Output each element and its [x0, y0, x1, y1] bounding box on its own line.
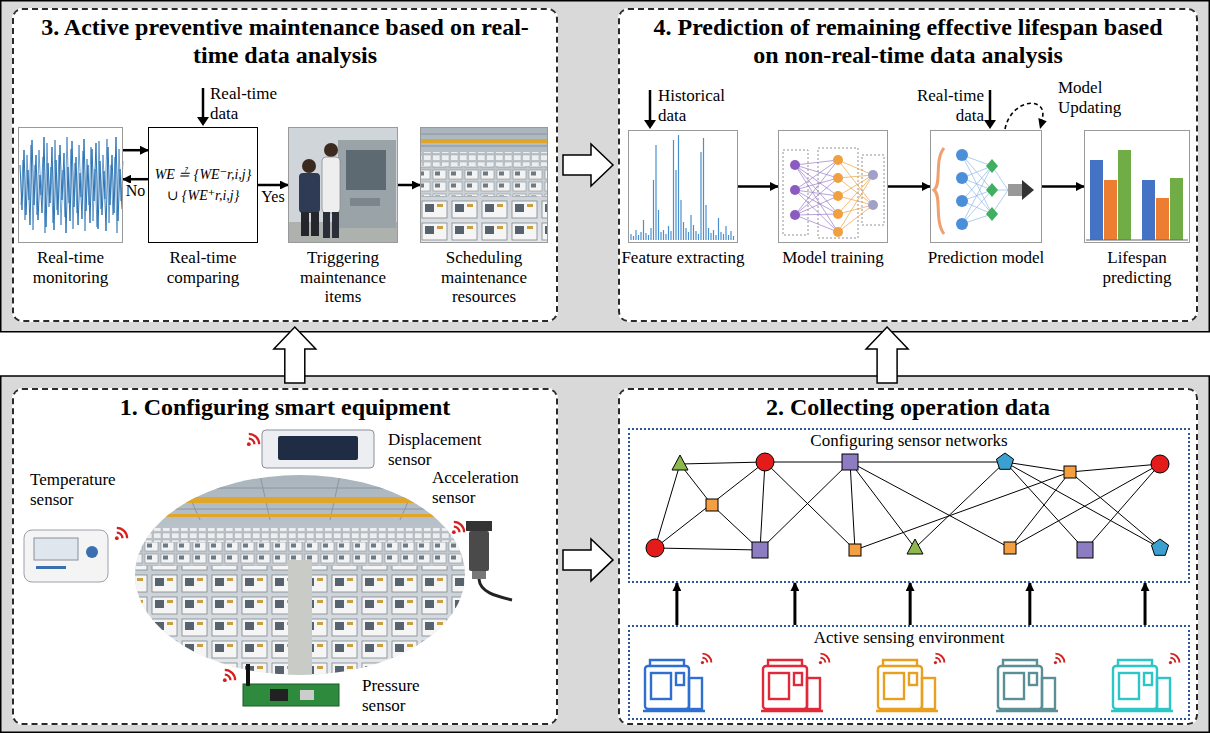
panel-content [421, 128, 547, 242]
panel-content: WE ≟ {WE⁻r,i,j}∪ {WE⁺r,i,j} [149, 128, 257, 242]
panel-caption: Prediction model [922, 248, 1050, 268]
hollow-arrow [274, 327, 316, 383]
panel-content [19, 128, 122, 242]
panel-content [629, 131, 737, 242]
flow-arrow [1042, 185, 1084, 188]
caption-holder: Real-time monitoring [10, 248, 131, 287]
panel-content [1085, 131, 1189, 242]
sensor-label: Acceleration sensor [432, 468, 544, 507]
flow-arrow [1028, 583, 1031, 625]
formula-text: ∪ {WE⁺r,i,j} [167, 185, 240, 206]
label-holder: Real-time data [912, 86, 984, 125]
sensor-label: Temperature sensor [30, 470, 132, 509]
caption-holder: Scheduling maintenance resources [412, 248, 556, 307]
panel-content [931, 131, 1041, 242]
scheduling-photo: Scheduling maintenance resources [420, 127, 548, 243]
hollow-arrow [563, 539, 613, 581]
model-panel: Prediction model [930, 130, 1042, 243]
edge-label: No [125, 183, 147, 199]
caption-holder: Model training [770, 248, 896, 268]
panel-caption: Real-time comparing [140, 248, 266, 287]
input-label: Real-time data [210, 84, 284, 123]
panel-title: 3. Active preventive maintenance based o… [14, 10, 556, 69]
panel-caption: Model training [770, 248, 896, 268]
stage-panel: 3. Active preventive maintenance based o… [12, 8, 558, 322]
feature-panel: Feature extracting [628, 130, 738, 243]
panel-title: 1. Configuring smart equipment [14, 390, 556, 422]
box-heading: Active sensing environment [630, 627, 1188, 648]
input-label: Historical data [658, 86, 744, 125]
flow-arrow [738, 185, 778, 188]
formula-text: WE ≟ {WE⁻r,i,j} [155, 164, 252, 185]
lifespan-chart: Lifespan predicting [1084, 130, 1190, 243]
stage-panel: 2. Collecting operation dataConfiguring … [618, 388, 1198, 725]
label-holder: Historical data [658, 86, 744, 125]
flow-arrow [1144, 583, 1147, 625]
caption-holder: Triggering maintenance items [280, 248, 406, 307]
label-holder: Model Updating [1058, 78, 1130, 117]
flow-arrow [123, 178, 148, 181]
caption-holder: Lifespan predicting [1076, 248, 1198, 287]
panel-caption: Lifespan predicting [1076, 248, 1198, 287]
label-holder: Displacement sensor [388, 430, 500, 469]
flow-arrow [258, 184, 288, 187]
edge-label: Yes [260, 189, 285, 205]
training-panel: Model training [778, 130, 888, 243]
caption-holder: Feature extracting [620, 248, 746, 268]
label-holder: Pressure sensor [362, 676, 454, 715]
input-label: Real-time data [912, 86, 984, 125]
label-holder: Real-time data [210, 84, 284, 123]
flow-arrow [398, 184, 420, 187]
panel-caption: Scheduling maintenance resources [412, 248, 556, 307]
panel-content [289, 128, 397, 242]
network-box: Configuring sensor networks [628, 428, 1190, 583]
loop-label: Model Updating [1058, 78, 1130, 117]
hollow-arrow [866, 327, 908, 383]
sensor-label: Pressure sensor [362, 676, 454, 715]
stage-panel: 4. Prediction of remaining effective lif… [618, 8, 1198, 322]
flow-arrow [793, 583, 796, 625]
caption-holder: Prediction model [922, 248, 1050, 268]
comparison-box: WE ≟ {WE⁻r,i,j}∪ {WE⁺r,i,j}Real-time com… [148, 127, 258, 243]
panel-caption: Feature extracting [620, 248, 746, 268]
label-holder: Temperature sensor [30, 470, 132, 509]
flow-arrow [123, 149, 148, 152]
environment-box: Active sensing environment [628, 625, 1190, 720]
hollow-arrow [563, 144, 613, 186]
flow-arrow [888, 185, 930, 188]
panel-title: 2. Collecting operation data [620, 390, 1196, 422]
flow-arrow [909, 583, 912, 625]
label-holder: Acceleration sensor [432, 468, 544, 507]
caption-holder: Real-time comparing [140, 248, 266, 287]
maintenance-photo: Triggering maintenance items [288, 127, 398, 243]
box-heading: Configuring sensor networks [630, 430, 1188, 451]
sensor-label: Displacement sensor [388, 430, 500, 469]
flow-arrow [675, 583, 678, 625]
panel-caption: Real-time monitoring [10, 248, 131, 287]
monitoring-panel: Real-time monitoring [18, 127, 123, 243]
panel-caption: Triggering maintenance items [280, 248, 406, 307]
panel-content [779, 131, 887, 242]
panel-title: 4. Prediction of remaining effective lif… [620, 10, 1196, 69]
